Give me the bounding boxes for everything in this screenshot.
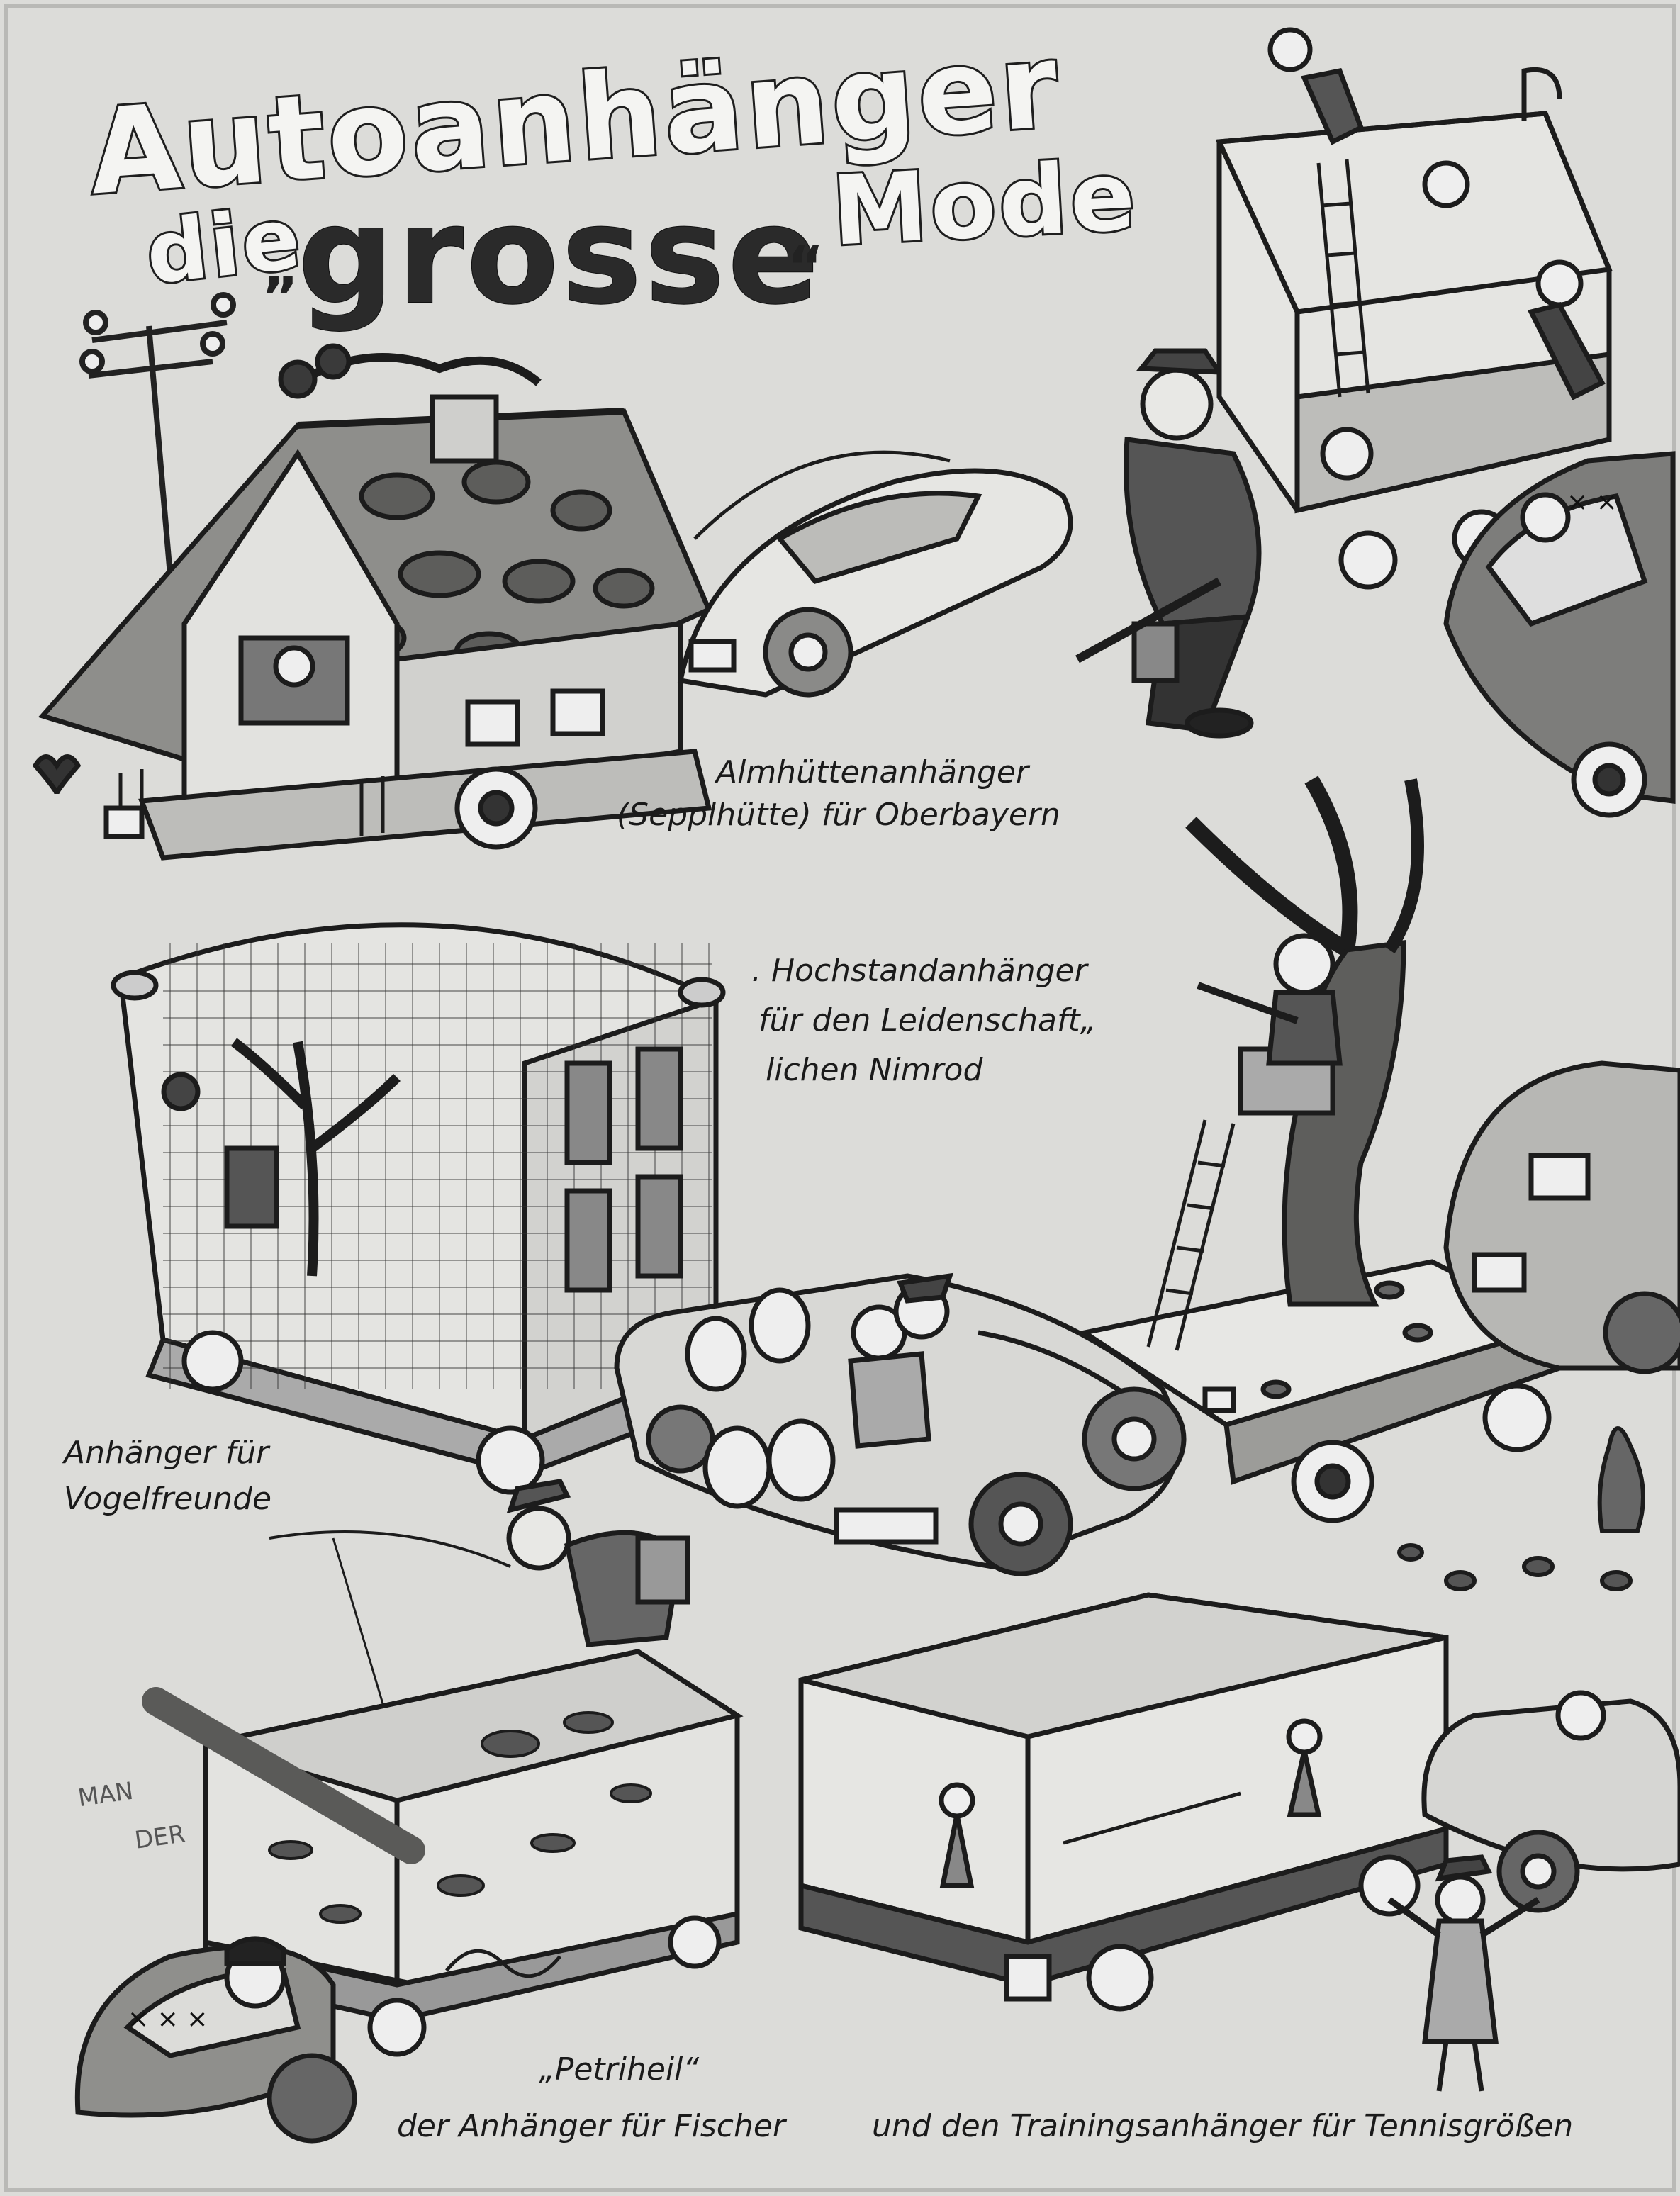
car-tennis	[1421, 1690, 1680, 1913]
hochstand-trailer	[1077, 775, 1567, 1523]
alm-hut-trailer	[32, 343, 712, 861]
open-car-couple	[614, 1272, 1187, 1576]
caption-hochstand-line1: . Hochstandanhänger	[751, 953, 1087, 989]
bird-aviary-trailer	[111, 922, 734, 1495]
title-quote-close: “	[787, 234, 824, 300]
caption-alm-line1: Almhüttenanhänger	[716, 754, 1029, 790]
tennis-cage-trailer	[798, 1592, 1449, 2012]
title-word-grosse: grosse	[297, 177, 822, 335]
car-bottom-left: × × ×	[74, 1936, 357, 2144]
caption-petri-line2: der Anhänger für Fischer	[397, 2108, 786, 2144]
caption-vogel-line2: Vogelfreunde	[64, 1481, 272, 1517]
car-right-edge	[1443, 1060, 1680, 1374]
caption-hochstand-line3: lichen Nimrod	[766, 1052, 983, 1088]
caption-petri-line1: „Petriheil“	[539, 2051, 700, 2088]
hunter-walking	[1075, 348, 1262, 739]
rabbit	[1397, 1426, 1645, 1591]
svg-text:× ×: × ×	[1567, 488, 1618, 517]
fisherman	[269, 1479, 690, 1822]
aquarium-trailer	[142, 1649, 744, 2057]
title-word-mode: Mode	[827, 138, 1143, 269]
car-top-right: × ×	[1443, 451, 1676, 818]
svg-text:× × ×: × × ×	[128, 2005, 208, 2034]
caption-vogel-line1: Anhänger für	[64, 1435, 269, 1471]
swimming-pool-trailer	[1215, 27, 1613, 590]
caption-tennis: und den Trainingsanhänger für Tennisgröß…	[872, 2108, 1574, 2144]
title-quote-open: „	[262, 234, 300, 300]
car-alm	[677, 450, 1073, 698]
caption-hochstand-line2: für den Leidenschaft„	[758, 1002, 1097, 1038]
man-in-coat	[1387, 1854, 1540, 2092]
caption-alm-line2: (Sepplhütte) für Oberbayern	[617, 797, 1060, 833]
